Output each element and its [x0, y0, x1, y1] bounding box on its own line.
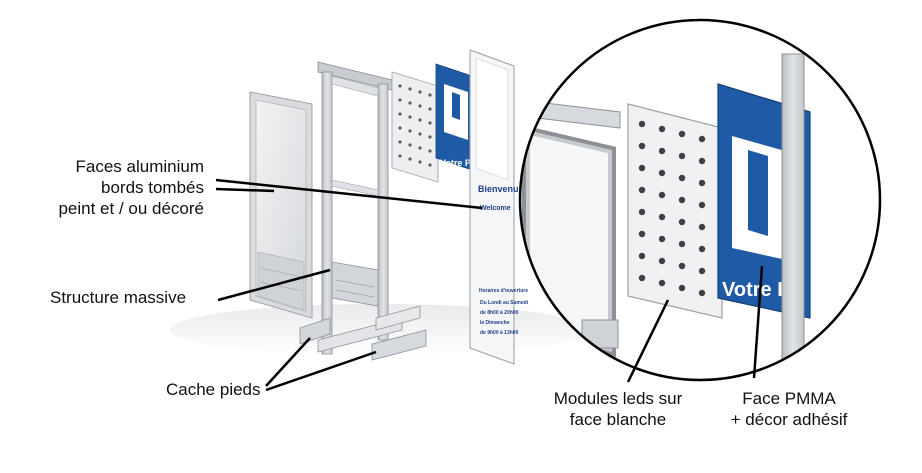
- magnifier-lens: Votre P: [518, 18, 882, 382]
- label-cache-pieds: Cache pieds: [166, 380, 261, 399]
- leader-cache-pieds-2: [265, 350, 377, 392]
- banner-text-zoomed: Votre P: [722, 279, 791, 301]
- leader-faces-to-aluminium: [215, 187, 275, 193]
- led-module-panel: [391, 71, 439, 183]
- leader-modules-leds: [626, 299, 670, 383]
- panel-subtitle: Welcome: [480, 205, 511, 212]
- label-faces-aluminium-line-3: peint et / ou décoré: [58, 199, 204, 218]
- label-face-pmma: Face PMMA + décor adhésif: [714, 388, 864, 430]
- label-modules-leds: Modules leds sur face blanche: [548, 388, 688, 430]
- leader-structure: [217, 268, 331, 302]
- structure-frame: [317, 61, 393, 355]
- label-faces-aluminium-line-1: Faces aluminium: [75, 157, 205, 176]
- leader-faces-to-panel: [215, 178, 483, 210]
- leader-cache-pieds-1: [265, 337, 311, 387]
- hours-line-1: Du Lundi au Samedi: [480, 300, 529, 306]
- hours-line-3: le Dimanche: [480, 320, 510, 326]
- hours-line-2: de 8h00 à 20h00: [480, 310, 519, 316]
- label-modules-leds-line-1: Modules leds sur: [553, 389, 683, 408]
- leader-face-pmma: [752, 265, 764, 379]
- leader-lines: [215, 178, 764, 392]
- foot-covers: [299, 305, 427, 361]
- welcome-panel: Bienvenu Welcome Horaires d'ouverture Du…: [469, 49, 529, 365]
- label-face-pmma-line-2: + décor adhésif: [730, 410, 848, 429]
- panel-title: Bienvenu: [478, 184, 519, 194]
- hours-title: Horaires d'ouverture: [479, 288, 528, 294]
- pmma-face: Votre P: [435, 63, 479, 173]
- aluminium-face: [249, 91, 313, 319]
- banner-text-small: Votre P: [440, 158, 471, 168]
- label-structure-massive: Structure massive: [50, 288, 187, 307]
- label-faces-aluminium: Faces aluminium bords tombés peint et / …: [20, 156, 204, 219]
- hours-line-4: de 9h00 à 13h00: [480, 330, 519, 336]
- label-modules-leds-line-2: face blanche: [569, 410, 667, 429]
- label-face-pmma-line-1: Face PMMA: [742, 389, 836, 408]
- label-faces-aluminium-line-2: bords tombés: [101, 178, 204, 197]
